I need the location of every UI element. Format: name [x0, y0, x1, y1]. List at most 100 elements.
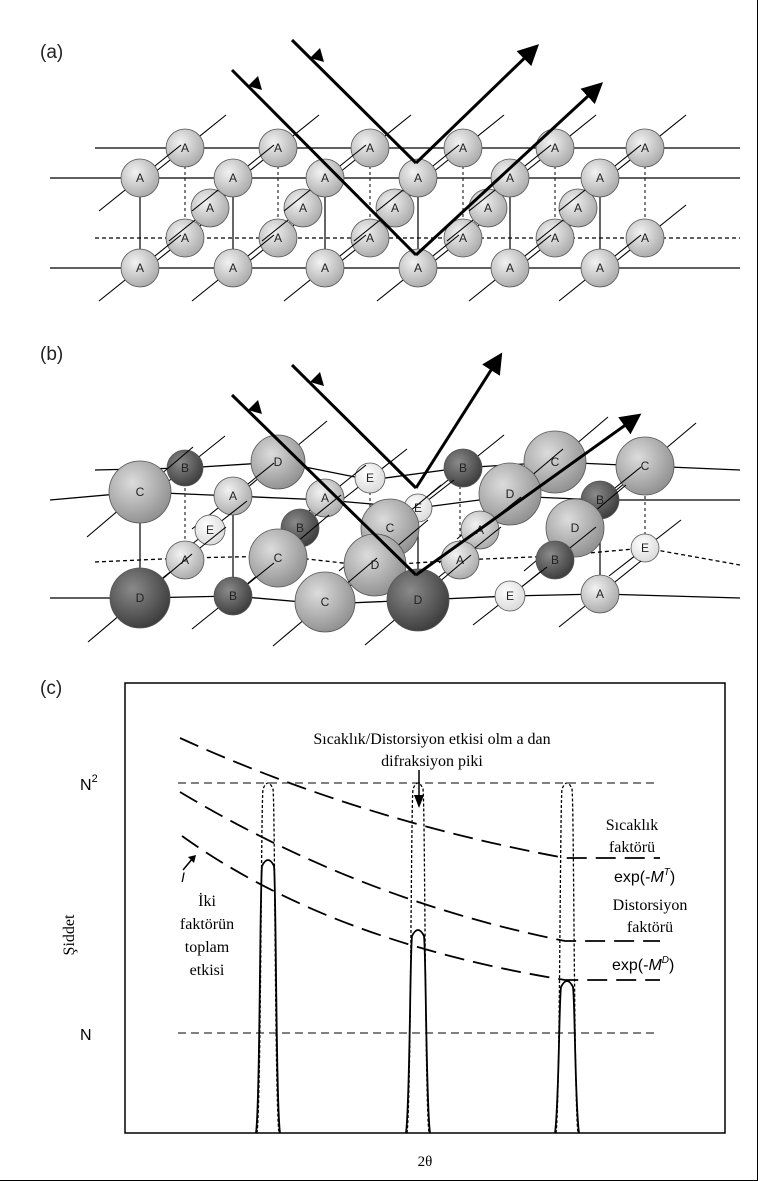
dist-factor-line-1: Distorsiyon [613, 897, 688, 914]
atom-sphere [258, 128, 298, 168]
atom-letter: D [506, 487, 515, 501]
atom-letter: E [366, 471, 374, 485]
atom-sphere [166, 449, 204, 487]
atom-sphere [494, 580, 526, 612]
atom-letter: B [296, 521, 304, 535]
atom-letter: A [459, 141, 467, 155]
atom-letter: C [136, 485, 145, 499]
panel-b-beam-arrowhead-lower [248, 400, 262, 414]
panel-a-xray-beams [230, 38, 604, 257]
combined-effect-line-4: etkisi [190, 962, 225, 979]
atom-sphere [535, 540, 575, 580]
atom-d: D [364, 554, 472, 646]
atom-letter: A [181, 231, 189, 245]
atom-sphere [213, 576, 253, 616]
atom-letter: C [274, 551, 283, 565]
y-axis-label: Şiddet [61, 914, 78, 955]
attenuated-peak [554, 980, 580, 1134]
atom-sphere [108, 460, 172, 524]
atom-a: A [191, 144, 275, 212]
atom-letter: D [371, 558, 380, 572]
atom-letter: A [596, 261, 604, 275]
atom-a: A [236, 114, 320, 182]
atom-letter: C [386, 521, 395, 535]
atom-letter: D [136, 591, 145, 605]
panel-a-beam-arrowhead-lower [248, 76, 262, 90]
atom-sphere [294, 571, 356, 633]
atom-sphere [258, 218, 298, 258]
panel-a-label: (a) [40, 42, 63, 63]
atom-d: D [87, 553, 193, 643]
atom-a: A [603, 114, 687, 182]
panel-b-diffracted-beam-upper [414, 352, 503, 489]
atom-sphere [305, 478, 345, 518]
atom-b: B [421, 434, 505, 502]
atom-letter: A [596, 587, 604, 601]
atom-letter: A [391, 201, 399, 215]
atom-a: A [283, 464, 367, 532]
atom-letter: D [274, 455, 283, 469]
panel-b-label: (b) [40, 344, 63, 365]
atom-sphere [248, 528, 308, 588]
atom-letter: B [551, 553, 559, 567]
atom-letter: A [414, 261, 422, 275]
atom-letter: E [414, 501, 422, 515]
atom-a: A [191, 234, 275, 302]
atom-sphere [350, 218, 390, 258]
atom-letter: A [321, 261, 329, 275]
atom-letter: B [181, 461, 189, 475]
atom-letter: A [136, 171, 144, 185]
atom-sphere [630, 533, 660, 563]
temperature-factor-curve [179, 737, 660, 859]
panel-b-incident-beam-upper [290, 363, 418, 490]
atom-letter: B [596, 493, 604, 507]
temp-factor-line-2: faktörü [609, 839, 655, 856]
atom-sphere [375, 188, 415, 228]
atom-letter: A [136, 261, 144, 275]
atom-letter: D [414, 593, 423, 607]
attenuated-peak [405, 929, 431, 1134]
atom-a: A [558, 144, 642, 212]
panel-a-incident-beam-upper [290, 38, 418, 165]
atom-letter: A [274, 141, 282, 155]
atom-a: A [98, 234, 182, 302]
diffraction-peaks [255, 782, 580, 1134]
atom-letter: A [274, 231, 282, 245]
atom-sphere [443, 448, 483, 488]
temp-factor-line-1: Sıcaklık [606, 817, 658, 834]
atom-letter: E [641, 541, 649, 555]
atom-letter: A [299, 201, 307, 215]
atom-b: B [191, 562, 275, 630]
ideal-peak [555, 782, 579, 1134]
atom-a: A [376, 144, 460, 212]
atom-sphere [535, 218, 575, 258]
panel-c-label: (c) [40, 678, 62, 699]
atom-sphere [398, 248, 438, 288]
atom-sphere [558, 188, 598, 228]
atom-letter: C [641, 459, 650, 473]
atom-letter: A [551, 231, 559, 245]
atom-sphere [305, 248, 345, 288]
distortion-factor-curve [179, 791, 660, 942]
atom-letter: A [459, 231, 467, 245]
atom-letter: E [506, 589, 514, 603]
combined-factor-curve [181, 835, 660, 981]
panel-b-incident-beam-lower [230, 393, 418, 577]
atom-letter: A [206, 201, 214, 215]
atom-sphere [213, 158, 253, 198]
x-axis-label: 2θ [418, 1154, 433, 1170]
atom-letter: A [366, 231, 374, 245]
atom-sphere [490, 158, 530, 198]
panel-b: (b) BDEBCCCAAEDBEBCADACDABEDBCDEA [40, 344, 741, 647]
atom-sphere [443, 218, 483, 258]
atom-a: A [558, 234, 642, 302]
atom-letter: B [459, 461, 467, 475]
y-tick-n: N [80, 1027, 92, 1044]
atom-letter: A [506, 261, 514, 275]
page-border-right [757, 0, 758, 1181]
atom-sphere [213, 248, 253, 288]
atom-letter: C [551, 455, 560, 469]
combined-effect-line-3: toplam [185, 939, 230, 956]
atom-letter: A [551, 141, 559, 155]
atom-letter: A [321, 171, 329, 185]
